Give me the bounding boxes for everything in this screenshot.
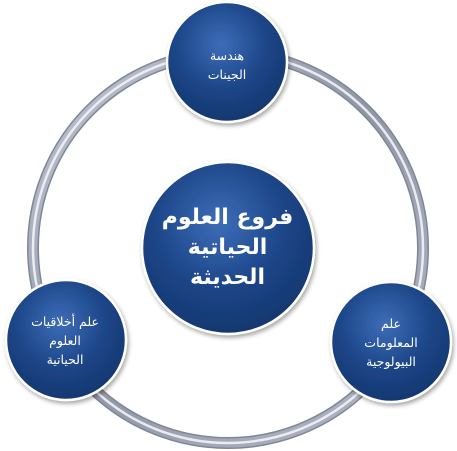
center-node-label: فروع العلوم الحياتية الحديثة xyxy=(140,178,315,318)
node-top-label: هندسة الجينات xyxy=(172,20,282,110)
node-bottom-right-label-line-2: المعلومات xyxy=(364,334,418,350)
node-bottom-left-label-line-2: العلوم xyxy=(49,332,81,348)
node-top xyxy=(165,0,289,124)
center-label-line-2: الحياتية xyxy=(187,235,268,260)
node-top-label-line-1: هندسة xyxy=(209,48,245,63)
node-top-label-line-2: الجينات xyxy=(207,67,247,82)
node-bottom-left xyxy=(4,278,128,402)
node-bottom-right xyxy=(329,280,453,404)
node-bottom-left-label-line-3: الحياتية xyxy=(46,351,84,367)
node-bottom-left-label: علم أخلاقيات العلوم الحياتية xyxy=(4,290,126,390)
center-label-line-3: الحديثة xyxy=(190,265,265,290)
node-bottom-left-label-line-1: علم أخلاقيات xyxy=(31,313,99,329)
node-bottom-right-label: علم المعلومات البيولوجية xyxy=(334,292,448,392)
node-bottom-right-label-line-1: علم xyxy=(381,315,401,331)
node-bottom-right-label-line-3: البيولوجية xyxy=(366,353,416,369)
center-label-line-1: فروع العلوم xyxy=(161,205,294,230)
center-node xyxy=(140,160,316,336)
